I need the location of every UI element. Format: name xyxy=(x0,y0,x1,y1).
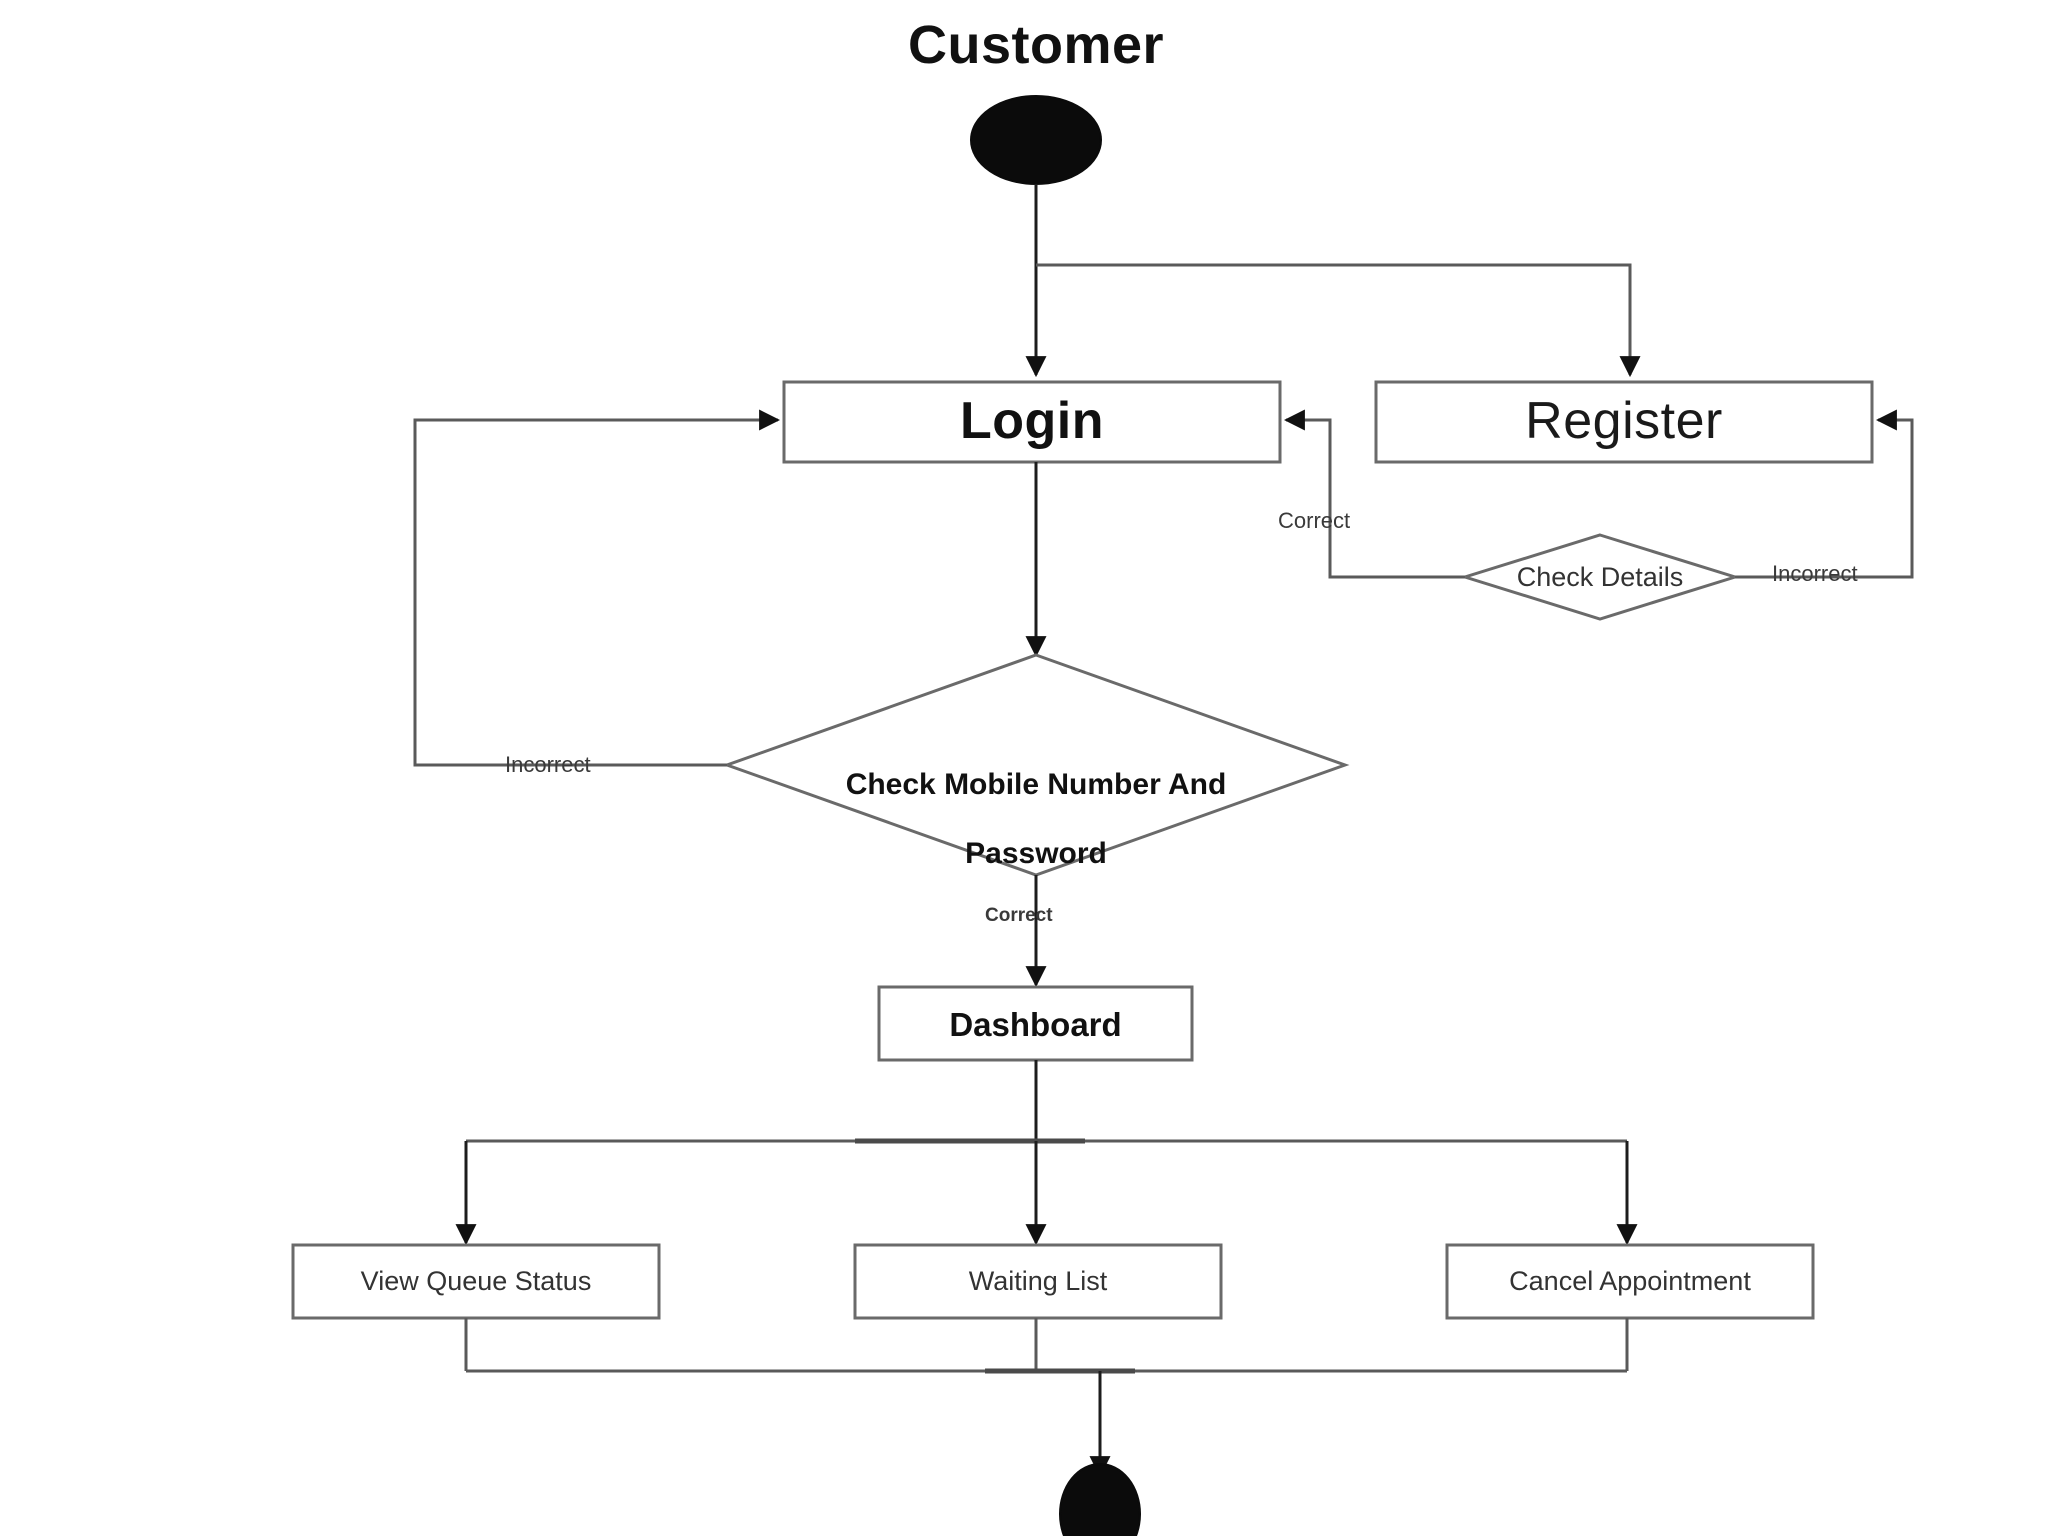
register-box xyxy=(1374,380,1874,464)
login-box xyxy=(782,380,1282,464)
check-credentials-diamond xyxy=(722,653,1350,877)
end-node xyxy=(1059,1463,1141,1536)
edge-start-to-register xyxy=(1036,263,1641,378)
check-details-diamond xyxy=(1459,533,1741,621)
dashboard-box xyxy=(877,985,1194,1062)
cancel-appointment-box xyxy=(1445,1243,1815,1320)
edge-check-credentials-incorrect-to-login xyxy=(413,409,781,767)
start-node xyxy=(970,95,1102,185)
edge-check-details-incorrect-to-register xyxy=(1735,409,1914,579)
view-queue-status-box xyxy=(291,1243,661,1320)
edge-check-details-correct-to-login xyxy=(1283,409,1465,579)
waiting-list-box xyxy=(853,1243,1223,1320)
